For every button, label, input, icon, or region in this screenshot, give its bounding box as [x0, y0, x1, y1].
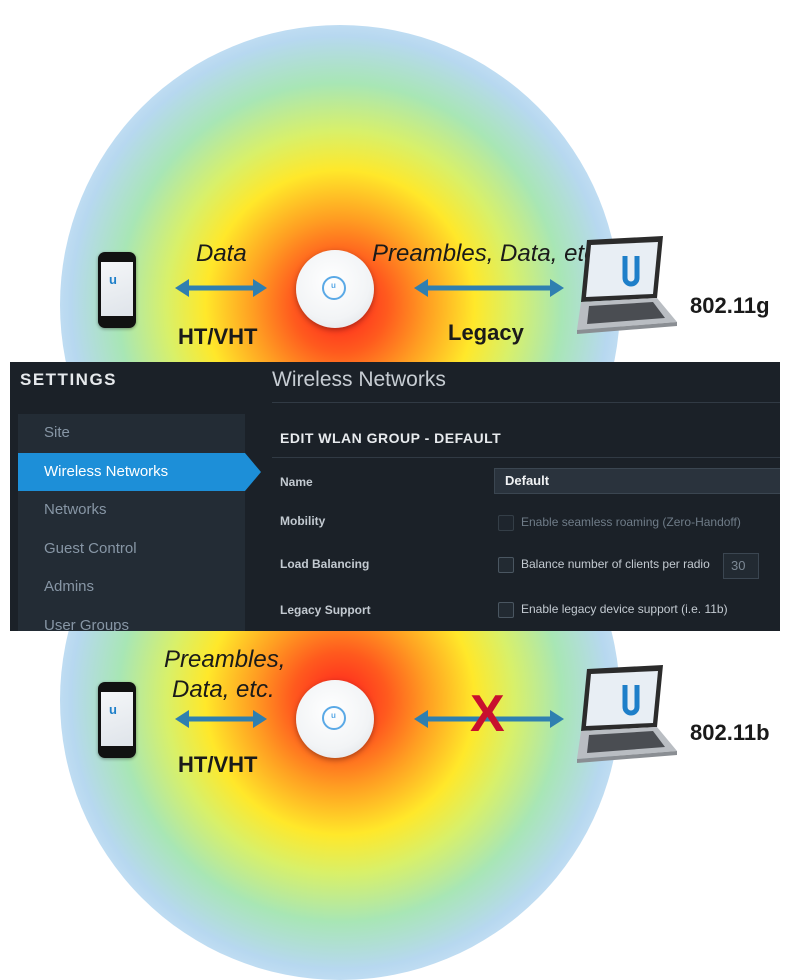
access-point-icon: u — [296, 680, 374, 758]
settings-title: SETTINGS — [20, 370, 118, 389]
preambles-label-line2: Data, etc. — [172, 676, 275, 703]
data-label: Data — [196, 240, 247, 267]
mobility-option-label: Enable seamless roaming (Zero-Handoff) — [521, 515, 741, 529]
section-heading: EDIT WLAN GROUP - DEFAULT — [280, 430, 502, 446]
active-item-pointer — [245, 453, 261, 491]
sidebar-item-wireless-networks[interactable]: Wireless Networks — [18, 453, 245, 491]
sidebar-item-site[interactable]: Site — [44, 424, 70, 441]
smartphone-icon: u — [98, 252, 136, 328]
settings-sidebar: Site Wireless Networks Networks Guest Co… — [18, 414, 245, 631]
mobility-checkbox[interactable] — [498, 515, 514, 531]
mobility-field-label: Mobility — [280, 514, 326, 528]
double-arrow-icon — [175, 279, 267, 297]
laptop-icon — [577, 665, 677, 763]
legacy-support-field-label: Legacy Support — [280, 603, 371, 617]
sidebar-item-guest-control[interactable]: Guest Control — [44, 540, 137, 557]
ht-vht-label: HT/VHT — [178, 324, 258, 349]
double-arrow-icon — [175, 710, 267, 728]
access-point-icon: u — [296, 250, 374, 328]
name-field-label: Name — [280, 475, 313, 489]
legacy-support-checkbox[interactable] — [498, 602, 514, 618]
load-balancing-option-label: Balance number of clients per radio — [521, 557, 710, 571]
settings-panel: SETTINGS Site Wireless Networks Networks… — [10, 362, 780, 631]
preambles-label: Preambles, Data, etc. — [372, 240, 603, 267]
sidebar-item-admins[interactable]: Admins — [44, 578, 95, 595]
divider — [272, 457, 780, 458]
legacy-label: Legacy — [448, 320, 524, 345]
laptop-icon — [577, 236, 677, 334]
page-title: Wireless Networks — [272, 368, 446, 391]
client-802-11g-label: 802.11g — [690, 293, 770, 318]
legacy-support-option-label: Enable legacy device support (i.e. 11b) — [521, 602, 728, 616]
sidebar-item-networks[interactable]: Networks — [44, 501, 107, 518]
blocked-x-icon: X — [470, 685, 505, 743]
preambles-label-line1: Preambles, — [164, 646, 286, 673]
double-arrow-icon — [414, 279, 564, 297]
load-balancing-field-label: Load Balancing — [280, 557, 370, 571]
ht-vht-label: HT/VHT — [178, 752, 258, 777]
sidebar-item-user-groups[interactable]: User Groups — [44, 617, 130, 631]
name-input[interactable]: Default — [494, 468, 780, 494]
clients-per-radio-input[interactable]: 30 — [723, 553, 759, 579]
smartphone-icon: u — [98, 682, 136, 758]
divider — [272, 402, 780, 403]
client-802-11b-label: 802.11b — [690, 720, 770, 745]
double-arrow-icon — [414, 710, 564, 728]
load-balancing-checkbox[interactable] — [498, 557, 514, 573]
